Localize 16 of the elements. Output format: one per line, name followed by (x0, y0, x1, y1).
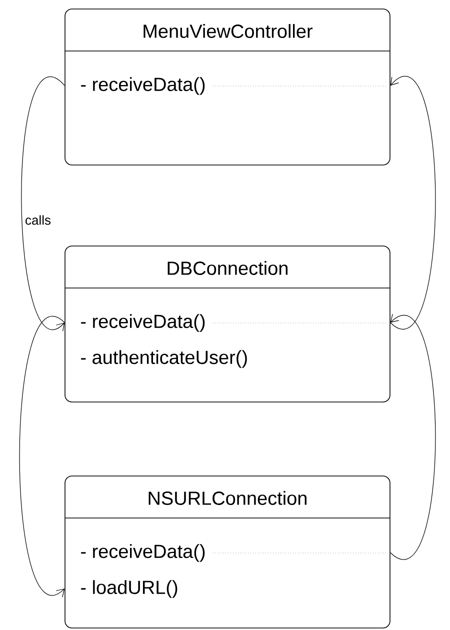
arrow (21, 76, 65, 332)
class-name: NSURLConnection (148, 491, 306, 505)
class-name: MenuViewController (144, 24, 312, 38)
method-name: - receiveData() (81, 314, 205, 332)
method-name: - authenticateUser() (81, 350, 247, 368)
arrow (390, 314, 436, 560)
arrow (390, 76, 436, 330)
class-box (64, 246, 390, 402)
class-box (64, 8, 390, 166)
class-box (64, 476, 390, 628)
method-name: - loadURL() (81, 580, 178, 598)
method-name: - receiveData() (81, 544, 205, 562)
arrow (19, 316, 65, 598)
class-name: DBConnection (168, 261, 288, 275)
method-name: - receiveData() (81, 77, 205, 95)
edge-label: calls (26, 215, 51, 225)
